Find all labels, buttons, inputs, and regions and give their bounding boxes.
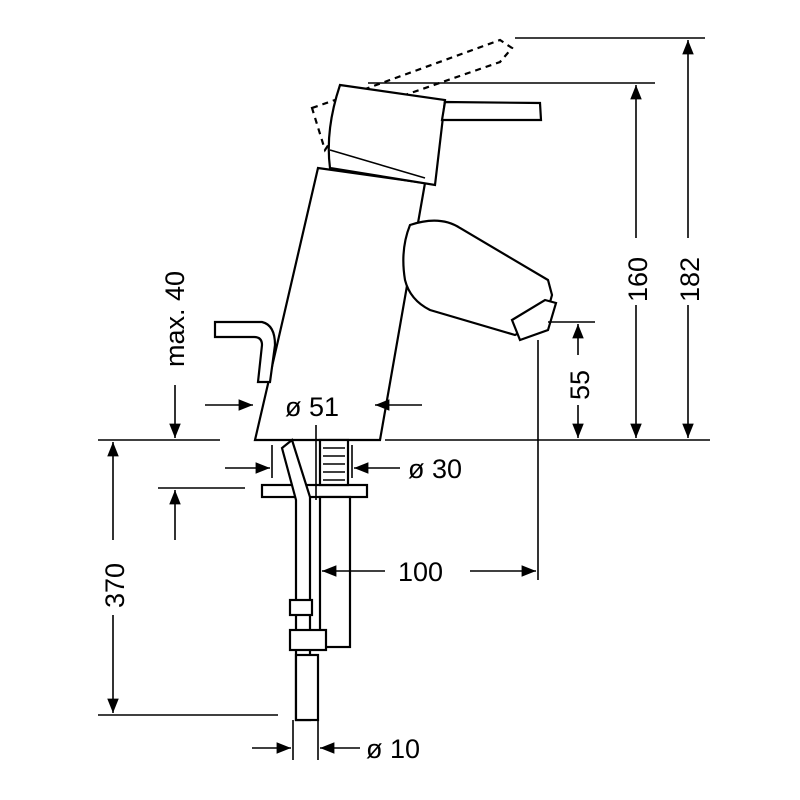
label-d51: ø 51 [285, 392, 339, 422]
mounting-nut [318, 495, 352, 649]
lever-handle [440, 100, 543, 122]
label-370: 370 [100, 563, 130, 608]
dim-diameter-51: ø 51 [205, 392, 422, 422]
extension-lines [98, 37, 710, 760]
label-182: 182 [675, 257, 705, 302]
dim-160: 160 [623, 85, 653, 438]
threaded-shank [318, 438, 350, 487]
dim-diameter-10: ø 10 [252, 734, 420, 764]
mounting-washer [260, 483, 369, 499]
spout-aerator [510, 298, 558, 342]
label-55: 55 [565, 370, 595, 400]
lever-head [327, 83, 447, 187]
label-160: 160 [623, 257, 653, 302]
popup-rod [213, 320, 277, 384]
label-100: 100 [398, 557, 443, 587]
dim-diameter-30: ø 30 [225, 454, 462, 484]
dim-max-40: max. 40 [160, 271, 190, 540]
label-max-40: max. 40 [160, 271, 190, 367]
faucet-spout [402, 219, 554, 337]
label-d30: ø 30 [408, 454, 462, 484]
faucet-outline [213, 38, 558, 722]
dim-55: 55 [565, 324, 595, 438]
faucet-body [253, 166, 427, 442]
dim-182: 182 [675, 40, 705, 438]
dim-100: 100 [322, 557, 536, 587]
dim-370: 370 [100, 442, 130, 713]
label-d10: ø 10 [366, 734, 420, 764]
